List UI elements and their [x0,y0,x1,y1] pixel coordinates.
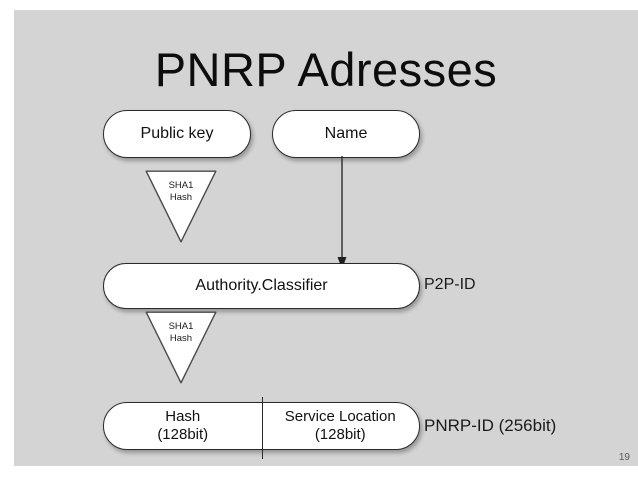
node-public-key[interactable]: Public key [103,110,251,158]
node-name[interactable]: Name [272,110,420,158]
node-pnrp-service-location-size: (128bit) [314,426,366,443]
node-public-key-label: Public key [140,125,214,142]
page-number: 19 [618,452,630,463]
node-pnrp-hash-size: (128bit) [157,426,209,443]
node-authority-classifier-label: Authority.Classifier [195,277,328,294]
label-pnrp-id: PNRP-ID (256bit) [424,416,557,435]
node-pnrp-id[interactable]: Hash (128bit) Service Location (128bit) [103,397,420,459]
slide-canvas: PNRP Adresses Public key Name SHA1 Hash … [14,10,638,466]
node-pnrp-hash-label: Hash [165,408,201,425]
node-pnrp-service-location-label: Service Location [284,408,396,425]
node-authority-classifier[interactable]: Authority.Classifier [103,263,420,309]
page-title: PNRP Adresses [154,43,498,96]
label-p2p-id: P2P-ID [424,276,476,293]
funnel-sha1-hash-2: SHA1 Hash [145,311,217,384]
node-pnrp-hash-field[interactable]: Hash (128bit) [104,408,262,444]
pnrp-field-divider [262,397,263,459]
node-name-label: Name [324,125,368,142]
node-pnrp-service-location-field[interactable]: Service Location (128bit) [262,408,420,444]
arrow-name-to-authority [332,156,352,270]
funnel-sha1-hash-1: SHA1 Hash [145,170,217,243]
